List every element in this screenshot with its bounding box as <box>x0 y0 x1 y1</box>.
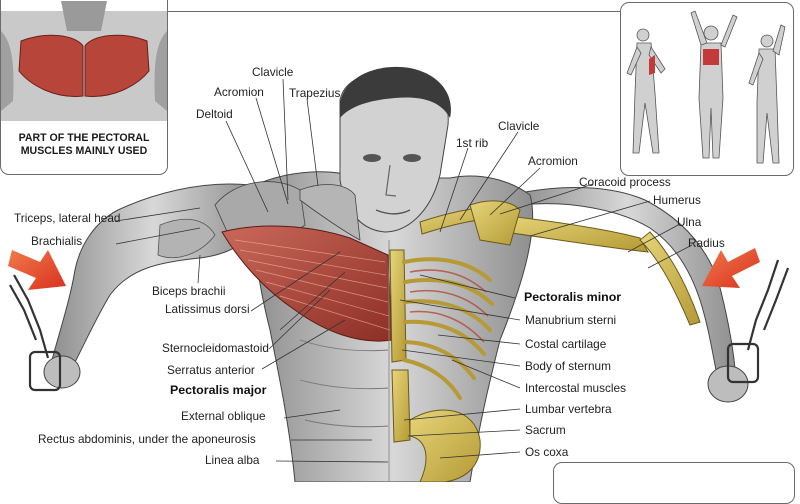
arrow-left-icon <box>8 250 66 290</box>
label-body-of-sternum: Body of sternum <box>525 359 611 373</box>
label-humerus: Humerus <box>653 193 701 207</box>
label-deltoid: Deltoid <box>196 107 233 121</box>
label-brachialis: Brachialis <box>31 234 83 248</box>
label-manubrium-sterni: Manubrium sterni <box>525 313 617 327</box>
figures-inset-drawing <box>626 10 786 164</box>
label-os-coxa: Os coxa <box>525 445 569 459</box>
figures-inset-panel <box>620 2 794 176</box>
label-costal-cartilage: Costal cartilage <box>525 337 607 351</box>
chest-exercise-illustration <box>8 66 790 482</box>
left-arm <box>43 183 256 389</box>
cable-handle-left <box>9 274 62 392</box>
label-linea-alba: Linea alba <box>205 453 260 467</box>
pectoral-inset-panel <box>0 0 168 175</box>
label-trapezius: Trapezius <box>289 86 341 100</box>
arrow-right-icon <box>702 248 760 288</box>
leader-lines <box>115 78 693 463</box>
label-sacrum: Sacrum <box>525 423 566 437</box>
main-frame-top <box>166 11 620 12</box>
label-latissimus-dorsi: Latissimus dorsi <box>165 302 250 316</box>
cable-handle-right <box>726 259 790 384</box>
pectoral-inset-drawing <box>1 1 167 121</box>
head <box>339 66 451 233</box>
skeleton-right-side <box>389 200 701 482</box>
label-serratus-anterior: Serratus anterior <box>167 363 255 377</box>
sternum-bone <box>389 249 407 363</box>
label-clavicle-right: Clavicle <box>498 119 540 133</box>
label-rectus-abdominis: Rectus abdominis, under the aponeurosis <box>38 432 256 446</box>
label-lumbar-vertebra: Lumbar vertebra <box>525 402 612 416</box>
label-coracoid-process: Coracoid process <box>579 175 671 189</box>
label-sternocleidomastoid: Sternocleidomastoid <box>162 341 269 355</box>
label-pectoralis-major: Pectoralis major <box>170 383 267 397</box>
abdominal-lines <box>299 240 390 482</box>
label-external-oblique: External oblique <box>181 409 266 423</box>
label-acromion-left: Acromion <box>214 85 264 99</box>
label-intercostal-muscles: Intercostal muscles <box>525 381 626 395</box>
label-acromion-right: Acromion <box>528 154 578 168</box>
humerus-bone <box>499 214 649 253</box>
lumbar-spine <box>391 369 411 443</box>
forearm-bones <box>639 231 701 326</box>
label-triceps-lateral-head: Triceps, lateral head <box>14 211 121 225</box>
label-ulna: Ulna <box>677 215 702 229</box>
corner-panel <box>553 462 795 504</box>
label-first-rib: 1st rib <box>456 136 489 150</box>
label-clavicle-left: Clavicle <box>252 65 294 79</box>
pelvis-bone <box>409 409 481 482</box>
label-biceps-brachii: Biceps brachii <box>152 284 226 298</box>
trapezius-muscle <box>299 184 361 241</box>
inset-caption: PART OF THE PECTORAL MUSCLES MAINLY USED <box>18 132 150 157</box>
label-radius: Radius <box>688 236 725 250</box>
label-pectoralis-minor: Pectoralis minor <box>524 290 622 304</box>
